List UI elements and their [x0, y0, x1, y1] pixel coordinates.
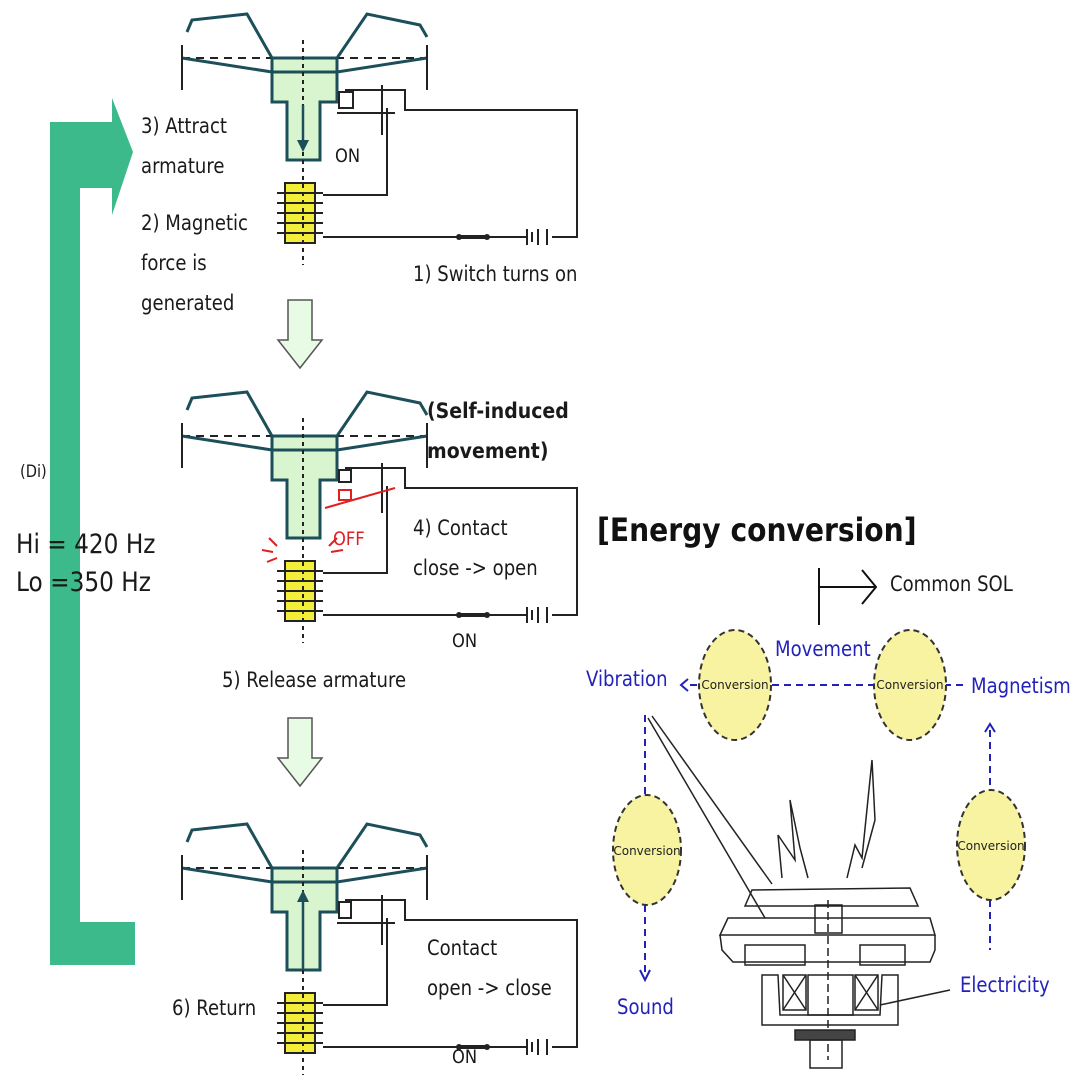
conversion-label-3: Conversion	[613, 844, 680, 858]
flow-down-arrow-2	[276, 717, 324, 788]
step2-label-line2: force is	[141, 251, 207, 275]
cycle-arrow-shape	[50, 98, 135, 965]
contact-open-close-line2: open -> close	[427, 976, 552, 1000]
conversion-circle-1	[698, 629, 772, 741]
vibration-marks	[261, 537, 344, 563]
arrow-to-magnetism-icon	[984, 722, 996, 733]
self-induced-note-line1: (Self-induced	[427, 399, 569, 423]
step1-label: 1) Switch turns on	[413, 262, 578, 286]
flow-down-arrow-1	[276, 299, 324, 370]
step6-label: 6) Return	[172, 996, 257, 1020]
step4-label-line1: 4) Contact	[413, 516, 508, 540]
stage2-diagram	[180, 390, 579, 645]
conversion-circle-3	[612, 794, 682, 906]
arrow-to-vibration-icon	[679, 678, 689, 692]
conversion-circle-2	[873, 629, 947, 741]
vibration-label: Vibration	[586, 667, 668, 691]
conversion-label-2: Conversion	[876, 678, 943, 692]
di-label: (Di)	[20, 462, 47, 482]
stage2-switch-on-label: ON	[452, 630, 478, 652]
energy-conversion-title: [Energy conversion]	[597, 511, 917, 549]
frequency-lo-label: Lo =350 Hz	[16, 567, 151, 598]
down-arrow-icon	[297, 140, 309, 152]
stage1-diagram	[180, 12, 579, 267]
step4-label-line2: close -> open	[413, 556, 538, 580]
conversion-label-1: Conversion	[701, 678, 768, 692]
up-arrow-icon	[297, 890, 309, 902]
step2-label-line3: generated	[141, 291, 235, 315]
frequency-hi-label: Hi = 420 Hz	[16, 529, 156, 560]
step3-label-line1: 3) Attract	[141, 114, 227, 138]
step5-label: 5) Release armature	[222, 668, 407, 692]
electricity-label: Electricity	[960, 973, 1050, 997]
step3-label-line2: armature	[141, 154, 225, 178]
sound-label: Sound	[617, 995, 674, 1019]
common-sol-arrow-icon	[818, 568, 878, 625]
common-sol-label: Common SOL	[890, 572, 1013, 596]
stage3-switch-on-label: ON	[452, 1046, 478, 1068]
magnetism-label: Magnetism	[971, 674, 1071, 698]
horn-cross-section-drawing	[647, 715, 951, 1069]
stage1-contact-on-label: ON	[335, 145, 361, 167]
conversion-circle-4	[956, 789, 1026, 901]
movement-label: Movement	[775, 637, 871, 661]
stage2-contact-off-label: OFF	[333, 528, 365, 550]
arrow-to-sound-icon	[639, 969, 651, 983]
stage3-diagram	[180, 822, 579, 1077]
self-induced-note-line2: movement)	[427, 439, 549, 463]
contact-open-close-line1: Contact	[427, 936, 498, 960]
conversion-label-4: Conversion	[957, 839, 1024, 853]
step2-label-line1: 2) Magnetic	[141, 211, 248, 235]
